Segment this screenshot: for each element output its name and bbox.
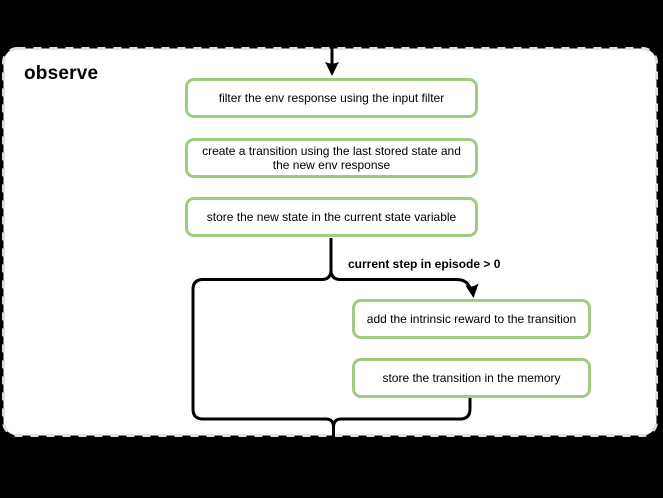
node-label: add the intrinsic reward to the transiti… (366, 312, 577, 326)
node-label: create a transition using the last store… (202, 144, 461, 172)
group-title: observe (24, 63, 99, 84)
arrowhead-down-icon (325, 61, 339, 76)
connector-store-to-merge (332, 398, 472, 428)
node-store-new-state: store the new state in the current state… (185, 197, 478, 237)
node-label: filter the env response using the input … (218, 91, 445, 105)
connector-bypass-loop (191, 238, 335, 462)
arrowhead-down-icon (465, 283, 479, 298)
node-filter-env-response: filter the env response using the input … (185, 78, 478, 118)
connector-condition-branch (329, 269, 472, 291)
node-label: store the new state in the current state… (206, 210, 457, 224)
node-create-transition: create a transition using the last store… (185, 138, 478, 178)
node-add-intrinsic-reward: add the intrinsic reward to the transiti… (352, 299, 591, 339)
node-label: store the transition in the memory (382, 371, 561, 385)
condition-label: current step in episode > 0 (348, 257, 501, 271)
node-store-transition-memory: store the transition in the memory (352, 358, 591, 398)
